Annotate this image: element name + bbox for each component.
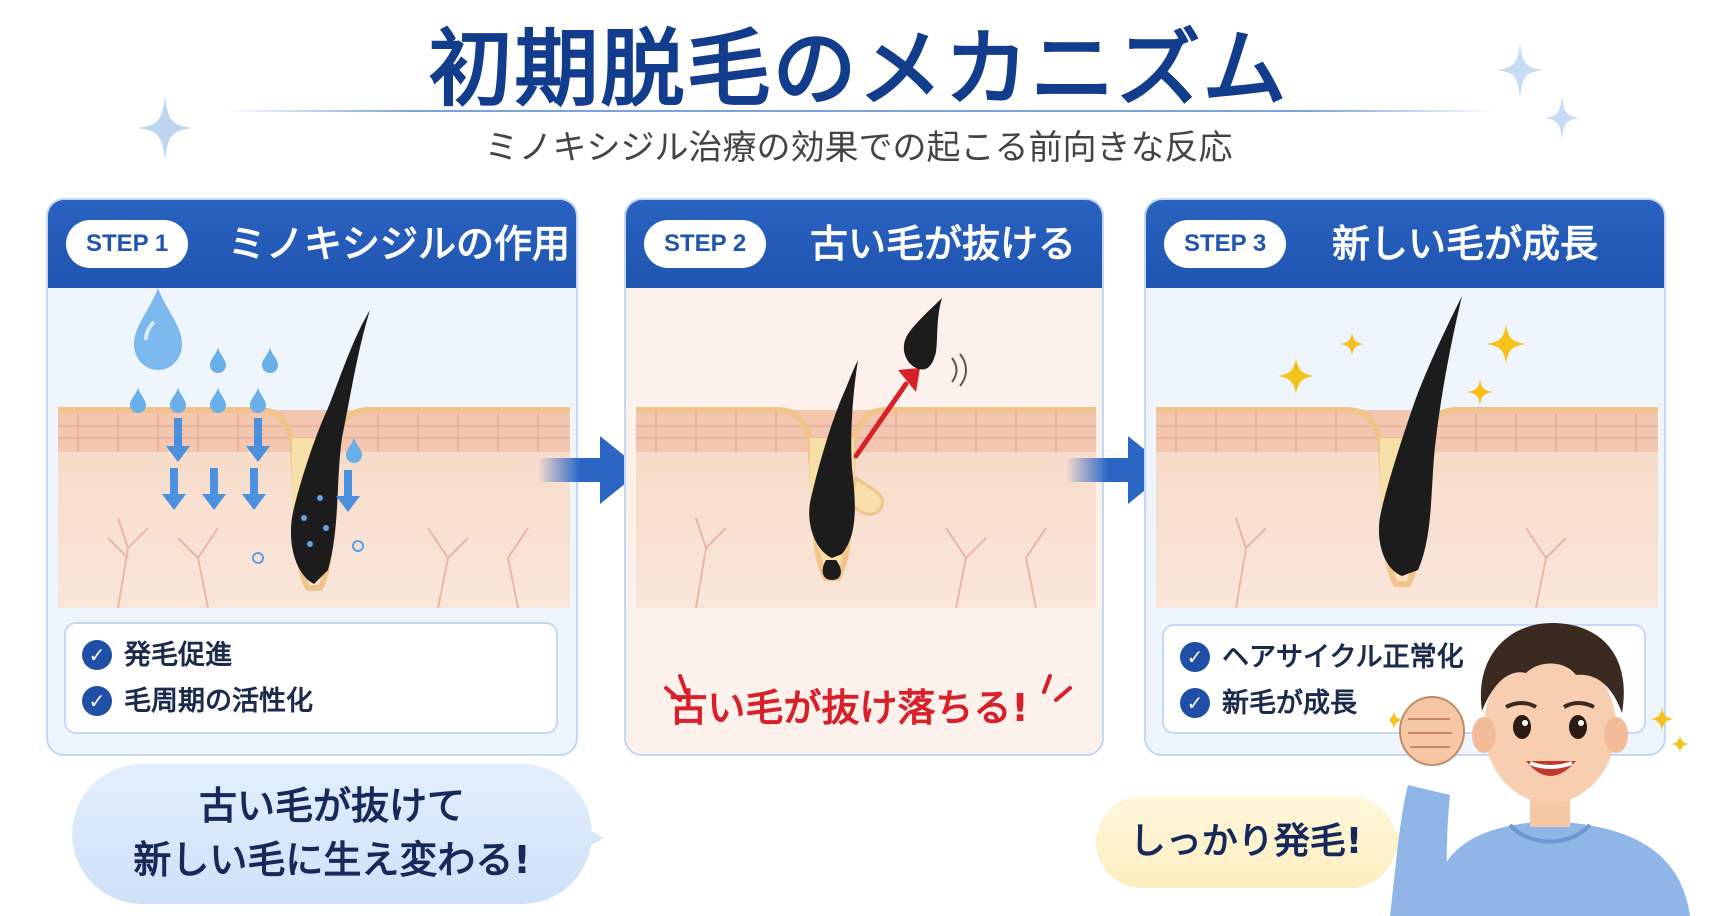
check-item-label: ヘアサイクル正常化 <box>1222 642 1464 673</box>
check-item-label: 毛周期の活性化 <box>124 686 313 717</box>
check-icon: ✓ <box>82 685 112 716</box>
check-item: ✓ 新毛が成長 <box>1180 684 1357 724</box>
title-divider <box>220 110 1500 112</box>
check-item: ✓ 発毛促進 <box>82 636 232 676</box>
check-item: ✓ ヘアサイクル正常化 <box>1180 638 1464 678</box>
water-drop-icon <box>134 288 182 370</box>
check-icon: ✓ <box>1180 687 1210 718</box>
step-1-label: STEP 1 <box>66 220 189 268</box>
step-1-illustration <box>58 288 570 609</box>
step-3-title: 新しい毛が成長 <box>1332 222 1599 266</box>
step-3-illustration <box>1156 296 1658 609</box>
step-2-title: 古い毛が抜ける <box>810 222 1077 266</box>
step-2-label: STEP 2 <box>644 220 767 268</box>
step-1-checklist: ✓ 発毛促進 ✓ 毛周期の活性化 <box>64 622 558 734</box>
step-3-header: STEP 3 新しい毛が成長 <box>1146 200 1664 288</box>
step-2-header: STEP 2 古い毛が抜ける <box>626 200 1102 288</box>
sparkle-icon <box>1544 96 1580 140</box>
speech-bubble-right: しっかり発毛! <box>1096 796 1396 888</box>
step-1-header: STEP 1 ミノキシジルの作用 <box>48 200 576 288</box>
arrow-up-icon <box>853 368 920 459</box>
step-2-illustration <box>636 298 1096 702</box>
person-icon <box>1390 623 1690 916</box>
fist <box>1399 696 1465 766</box>
sparkle-icon <box>138 96 192 160</box>
arrow-right-icon <box>538 436 642 504</box>
bubble-left-line1: 古い毛が抜けて <box>198 784 465 828</box>
step-2-note: 古い毛が抜け落ちる! <box>669 686 1029 730</box>
step-2-panel: STEP 2 古い毛が抜ける <box>624 198 1104 756</box>
step-1-title: ミノキシジルの作用 <box>228 222 571 266</box>
check-icon: ✓ <box>82 639 112 670</box>
check-item: ✓ 毛周期の活性化 <box>82 682 313 722</box>
sparkle-icon <box>1390 707 1689 753</box>
check-icon: ✓ <box>1180 641 1210 672</box>
speech-bubble-left: 古い毛が抜けて 新しい毛に生え変わる! <box>72 764 592 904</box>
step-3-label: STEP 3 <box>1164 220 1287 268</box>
sparkle-icon <box>1278 324 1526 406</box>
sparkle-icon <box>1497 42 1543 98</box>
bubble-left-line2: 新しい毛に生え変わる! <box>133 838 531 882</box>
step-1-panel: STEP 1 ミノキシジルの作用 <box>46 198 578 756</box>
page-title: 初期脱毛のメカニズム <box>428 20 1289 118</box>
page-subtitle: ミノキシジル治療の効果での起こる前向きな反応 <box>484 128 1233 168</box>
check-item-label: 新毛が成長 <box>1222 688 1357 719</box>
bubble-right-text: しっかり発毛! <box>1129 821 1363 862</box>
check-item-label: 発毛促進 <box>124 640 232 671</box>
